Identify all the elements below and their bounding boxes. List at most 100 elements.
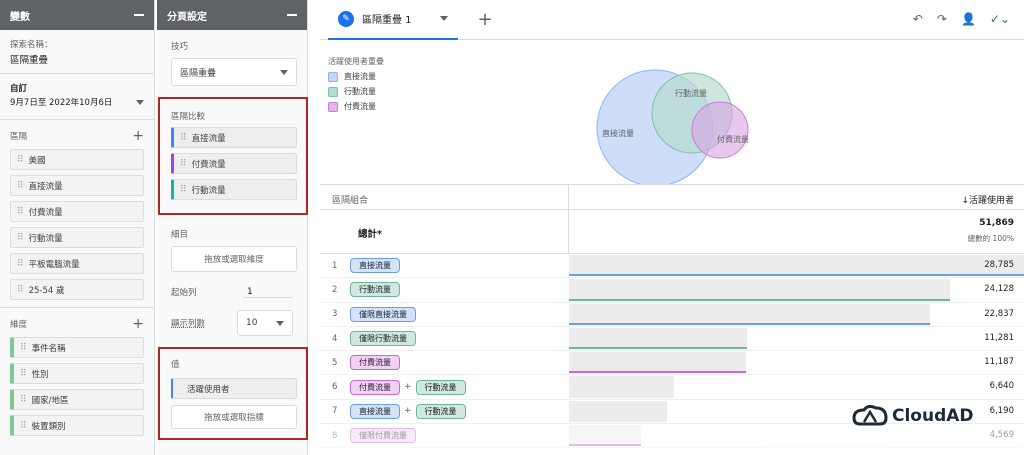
breakdown-label: 細目 xyxy=(171,230,189,240)
compare-chip-paid[interactable]: ⠿付費流量 xyxy=(171,153,297,174)
table-row[interactable]: 3 僅限直接流量 22,837 xyxy=(320,303,1024,327)
breakdown-drop-zone[interactable]: 拖放或選取維度 xyxy=(171,246,297,272)
chevron-down-icon[interactable] xyxy=(439,16,448,21)
segments-title: 區隔 xyxy=(10,132,28,142)
table-row[interactable]: 8 僅限付費流量 4,569 xyxy=(320,424,1024,449)
segment-chip[interactable]: ⠿直接流量 xyxy=(10,175,144,196)
undo-icon[interactable]: ↶ xyxy=(912,12,923,26)
legend-item: 直接流量 xyxy=(328,71,384,82)
drag-handle-icon[interactable]: ⠿ xyxy=(17,258,24,269)
row-value: 6,640 xyxy=(989,381,1014,392)
metric-drop-text: 拖放或選取指標 xyxy=(204,413,264,423)
col-metric-header[interactable]: ↓活躍使用者 xyxy=(961,196,1014,206)
row-number: 2 xyxy=(332,284,338,295)
segment-chip[interactable]: ⠿ 美國 xyxy=(10,149,144,170)
cloudad-logo: CloudAD xyxy=(852,404,974,428)
drag-handle-icon[interactable]: ⠿ xyxy=(17,206,24,217)
segment-pill[interactable]: 僅限直接流量 xyxy=(350,306,416,322)
col-segment-header[interactable]: 區隔組合 xyxy=(320,185,569,209)
dimension-label: 國家/地區 xyxy=(31,395,69,406)
row-number: 8 xyxy=(332,430,338,441)
segment-chip[interactable]: ⠿ 付費流量 xyxy=(10,201,144,222)
segment-pill[interactable]: 行動流量 xyxy=(415,403,466,419)
row-segments: 僅限行動流量 xyxy=(350,331,569,347)
technique-select[interactable]: 區隔重疊 xyxy=(171,58,297,86)
bar-underline xyxy=(569,298,951,301)
segment-pill[interactable]: 僅限行動流量 xyxy=(350,331,416,347)
add-segment-icon[interactable]: + xyxy=(132,128,144,144)
drag-handle-icon[interactable]: ⠿ xyxy=(20,394,27,405)
segment-pill[interactable]: 僅限付費流量 xyxy=(350,428,416,444)
total-label: 總計* xyxy=(320,210,569,253)
breakdown-drop-text: 拖放或選取維度 xyxy=(204,255,264,265)
show-rows-select[interactable]: 10 xyxy=(237,310,293,336)
check-circle-icon[interactable]: ✓⌄ xyxy=(989,12,1010,26)
row-value: 4,569 xyxy=(989,430,1014,441)
tab-settings-panel: 分頁設定 技巧 區隔重疊 區隔比較 ⠿直接流量 ⠿付費流量 ⠿行動流量 細目 拖… xyxy=(157,0,308,455)
metric-chip[interactable]: 活躍使用者 xyxy=(171,378,297,399)
dimension-chip[interactable]: ⠿ 國家/地區 xyxy=(10,389,144,410)
drag-handle-icon[interactable]: ⠿ xyxy=(20,368,27,379)
dimension-chip[interactable]: ⠿裝置類別 xyxy=(10,415,144,436)
drag-handle-icon[interactable]: ⠿ xyxy=(20,420,27,431)
compare-chip-direct[interactable]: ⠿直接流量 xyxy=(171,127,297,148)
segment-pill[interactable]: 付費流量 xyxy=(350,355,400,371)
drag-handle-icon[interactable]: ⠿ xyxy=(180,132,187,143)
compare-chip-mobile[interactable]: ⠿ 行動流量 xyxy=(171,179,297,200)
redo-icon[interactable]: ↷ xyxy=(936,12,947,26)
dimension-chip[interactable]: ⠿性別 xyxy=(10,363,144,384)
start-row-input[interactable]: 1 xyxy=(243,287,293,298)
segment-label: 美國 xyxy=(28,155,46,166)
segment-label: 平板電腦流量 xyxy=(28,259,80,270)
variables-panel: 變數 探索名稱： 區隔重疊 自訂 9月7日至 2022年10月6日 區隔 + ⠿… xyxy=(0,0,155,455)
row-number: 3 xyxy=(332,309,338,320)
drag-handle-icon[interactable]: ⠿ xyxy=(17,232,24,243)
segment-chip[interactable]: ⠿行動流量 xyxy=(10,227,144,248)
segment-pill[interactable]: 付費流量 xyxy=(350,379,400,395)
row-value: 22,837 xyxy=(984,308,1014,319)
venn-direct-label: 直接流量 xyxy=(602,129,634,138)
date-section[interactable]: 自訂 9月7日至 2022年10月6日 xyxy=(0,74,154,120)
drag-handle-icon[interactable]: ⠿ xyxy=(20,342,27,353)
add-tab-icon[interactable]: + xyxy=(477,9,493,30)
drag-handle-icon[interactable]: ⠿ xyxy=(17,180,24,191)
segment-pill[interactable]: 直接流量 xyxy=(350,258,400,274)
total-sub: 總數的 100% xyxy=(967,234,1014,243)
segment-pill[interactable]: 行動流量 xyxy=(350,282,400,298)
add-dimension-icon[interactable]: + xyxy=(132,316,144,332)
segment-chip[interactable]: ⠿25-54 歲 xyxy=(10,279,144,300)
collapse-icon[interactable] xyxy=(287,14,297,16)
variables-header: 變數 xyxy=(0,0,154,30)
chevron-down-icon[interactable] xyxy=(136,99,144,105)
exploration-name[interactable]: 區隔重疊 xyxy=(10,55,49,66)
compare-label: 行動流量 xyxy=(191,185,226,196)
dimension-chip[interactable]: ⠿事件名稱 xyxy=(10,337,144,358)
row-value: 24,128 xyxy=(984,284,1014,295)
segment-pill[interactable]: 直接流量 xyxy=(350,403,400,419)
segment-pill[interactable]: 行動流量 xyxy=(415,379,466,395)
row-metric-cell: 24,128 xyxy=(569,278,1024,301)
metric-drop-zone[interactable]: 拖放或選取指標 xyxy=(171,405,297,429)
segment-label: 付費流量 xyxy=(28,207,63,218)
table-row[interactable]: 2 行動流量 24,128 xyxy=(320,278,1024,303)
tab-segment-overlap[interactable]: ✎ 區隔重疊 1 xyxy=(328,0,458,40)
bar-fill xyxy=(569,400,667,423)
tab-bar: ✎ 區隔重疊 1 + xyxy=(320,0,1024,40)
values-label: 值 xyxy=(171,360,180,370)
venn-paid[interactable] xyxy=(691,101,749,159)
collapse-icon[interactable] xyxy=(134,14,144,16)
share-user-icon[interactable]: 👤 xyxy=(960,12,976,26)
drag-handle-icon[interactable]: ⠿ xyxy=(180,158,187,169)
segment-chip[interactable]: ⠿ 平板電腦流量 xyxy=(10,253,144,274)
drag-handle-icon[interactable]: ⠿ xyxy=(17,284,24,295)
drag-handle-icon[interactable]: ⠿ xyxy=(180,184,187,195)
drag-handle-icon[interactable]: ⠿ xyxy=(17,154,24,165)
total-cell: 51,869 總數的 100% xyxy=(569,210,1024,253)
dimensions-title: 維度 xyxy=(10,320,28,330)
